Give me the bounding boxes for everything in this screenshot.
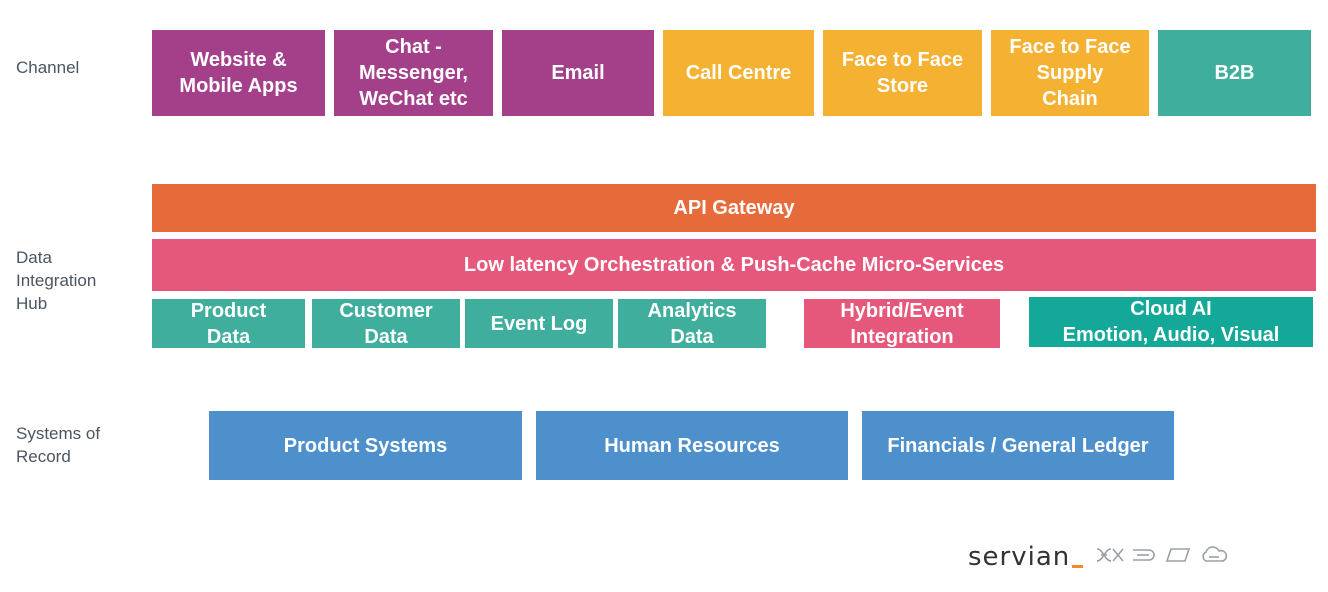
channel-face-to-face-store: Face to Face Store [823, 30, 982, 116]
speed-icon [1131, 546, 1159, 569]
flag-icon [1165, 546, 1193, 569]
layer-label-channel: Channel [16, 58, 80, 77]
channel-b2b: B2B [1158, 30, 1311, 116]
channel-face-to-face-supply-chain: Face to Face Supply Chain [991, 30, 1149, 116]
orchestration-layer: Low latency Orchestration & Push-Cache M… [152, 239, 1316, 291]
channel-website-mobile: Website & Mobile Apps [152, 30, 325, 116]
brand-icons [1095, 545, 1229, 569]
record-product-systems: Product Systems [209, 411, 522, 480]
cloud-icon [1199, 545, 1229, 569]
record-human-resources: Human Resources [536, 411, 848, 480]
service-event-log: Event Log [465, 299, 613, 348]
channel-call-centre: Call Centre [663, 30, 814, 116]
servian-logo: servian [968, 540, 1229, 574]
brand-cursor [1072, 564, 1084, 568]
layer-label-record: Systems of Record [16, 424, 101, 466]
api-gateway: API Gateway [152, 184, 1316, 232]
channel-email: Email [502, 30, 654, 116]
brand-name: servian [968, 542, 1071, 572]
record-financials-ledger: Financials / General Ledger [862, 411, 1174, 480]
service-analytics-data: Analytics Data [618, 299, 766, 348]
service-cloud-ai: Cloud AI Emotion, Audio, Visual [1029, 297, 1313, 347]
dna-icon [1095, 546, 1125, 569]
service-customer-data: Customer Data [312, 299, 460, 348]
service-hybrid-event-integration: Hybrid/Event Integration [804, 299, 1000, 348]
channel-chat-messenger: Chat - Messenger, WeChat etc [334, 30, 493, 116]
service-product-data: Product Data [152, 299, 305, 348]
layer-label-hub: Data Integration Hub [16, 248, 97, 313]
